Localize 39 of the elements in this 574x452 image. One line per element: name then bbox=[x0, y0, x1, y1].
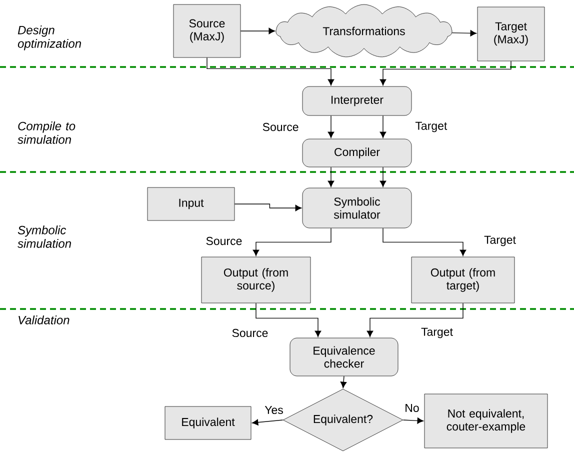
arrow bbox=[234, 204, 302, 212]
arrow bbox=[380, 166, 386, 188]
edge-label: Target bbox=[483, 234, 517, 248]
section-label: Validation bbox=[18, 316, 70, 324]
process-box: Output (from target) bbox=[411, 256, 515, 304]
result-box: Equivalent bbox=[164, 406, 252, 440]
process-box: Source (MaxJ) bbox=[173, 4, 241, 58]
arrow bbox=[380, 115, 386, 138]
process-box: Target (MaxJ) bbox=[477, 6, 545, 62]
arrow bbox=[380, 60, 512, 86]
process-box: Interpreter bbox=[302, 86, 412, 116]
edge-label: Source bbox=[230, 328, 270, 338]
arrow bbox=[252, 419, 284, 426]
edge-label: Yes bbox=[264, 404, 284, 415]
result-box: Not equivalent, couter-example bbox=[424, 394, 548, 448]
arrow bbox=[328, 166, 334, 188]
section-label: Symbolic simulation bbox=[18, 226, 71, 248]
arrow bbox=[240, 28, 275, 34]
section-label: Design optimization bbox=[18, 26, 82, 50]
arrow bbox=[402, 418, 424, 424]
arrow bbox=[366, 302, 464, 338]
process-box: Input bbox=[147, 187, 235, 221]
arrow bbox=[340, 376, 347, 388]
arrow bbox=[382, 228, 466, 256]
process-box: Symbolic simulator bbox=[302, 188, 412, 228]
edge-label: No bbox=[404, 402, 420, 413]
process-box: Equivalence checker bbox=[290, 338, 398, 376]
process-box: Compiler bbox=[302, 138, 412, 168]
edge-label: Source bbox=[261, 122, 300, 132]
arrow bbox=[328, 115, 334, 138]
arrow bbox=[206, 57, 334, 86]
arrow bbox=[252, 228, 332, 256]
arrow bbox=[256, 302, 322, 338]
edge-label: Source bbox=[204, 236, 244, 246]
edge-label: Target bbox=[414, 120, 448, 134]
edge-label: Target bbox=[420, 326, 454, 340]
arrow bbox=[452, 30, 477, 36]
section-label: Compile to simulation bbox=[18, 122, 76, 144]
process-box: Output (from source) bbox=[201, 256, 311, 304]
